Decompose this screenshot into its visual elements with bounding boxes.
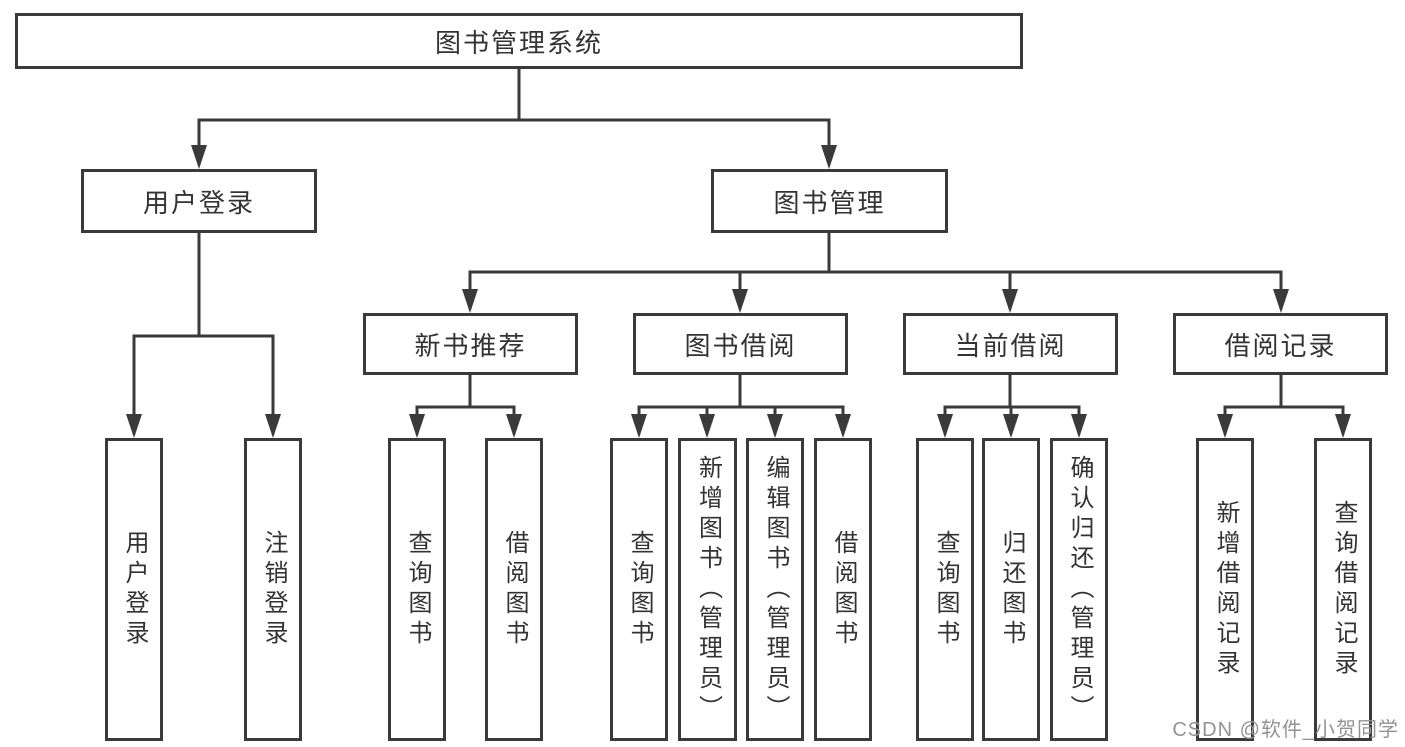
arrowhead-icon (409, 414, 425, 438)
arrowhead-icon (767, 414, 783, 438)
connector-management-to-level3 (462, 231, 1289, 313)
arrowhead-icon (732, 289, 748, 313)
arrowhead-icon (1071, 414, 1087, 438)
connector-recommend-to-leaves (409, 373, 522, 438)
connector-borrow-to-leaves (631, 373, 851, 438)
arrowhead-icon (506, 414, 522, 438)
leaf-borrow-books-recommend: 借阅图书 (485, 438, 543, 741)
arrowhead-icon (835, 414, 851, 438)
node-label: 借阅记录 (1224, 330, 1337, 361)
arrowhead-icon (1273, 289, 1289, 313)
leaf-query-books-borrow: 查询图书 (610, 438, 668, 741)
leaf-label: 借阅图书 (830, 529, 857, 650)
connector-root-to-level2 (191, 67, 837, 169)
node-book-borrow: 图书借阅 (633, 313, 848, 375)
leaf-label: 查询图书 (404, 529, 431, 650)
leaf-return-book: 归还图书 (982, 438, 1040, 741)
arrowhead-icon (821, 145, 837, 169)
arrowhead-icon (1335, 414, 1351, 438)
node-label: 新书推荐 (414, 330, 527, 361)
leaf-label: 查询图书 (932, 529, 959, 650)
node-borrow-records: 借阅记录 (1173, 313, 1388, 375)
leaf-label: 注销登录 (260, 529, 287, 650)
node-label: 当前借阅 (954, 330, 1067, 361)
leaf-query-borrow-record: 查询借阅记录 (1314, 438, 1372, 741)
arrowhead-icon (1003, 414, 1019, 438)
node-new-book-recommend: 新书推荐 (363, 313, 578, 375)
leaf-add-book-admin: 新增图书（管理员） (678, 438, 737, 741)
node-label: 图书管理 (773, 187, 886, 218)
leaf-edit-book-admin: 编辑图书（管理员） (746, 438, 804, 741)
leaf-label: 确认归还（管理员） (1066, 454, 1093, 725)
arrowhead-icon (1002, 289, 1018, 313)
leaf-label: 新增借阅记录 (1212, 499, 1239, 680)
leaf-query-books-current: 查询图书 (916, 438, 974, 741)
arrowhead-icon (631, 414, 647, 438)
node-library-system: 图书管理系统 (15, 13, 1023, 69)
node-label: 图书借阅 (684, 330, 797, 361)
node-book-management: 图书管理 (711, 169, 948, 233)
connector-current-to-leaves (937, 373, 1087, 438)
leaf-label: 归还图书 (998, 529, 1025, 650)
node-current-borrow: 当前借阅 (903, 313, 1118, 375)
leaf-add-borrow-record: 新增借阅记录 (1196, 438, 1254, 741)
arrowhead-icon (191, 145, 207, 169)
leaf-label: 查询借阅记录 (1330, 499, 1357, 680)
node-label: 图书管理系统 (434, 27, 603, 58)
arrowhead-icon (1217, 414, 1233, 438)
leaf-user-login: 用户登录 (105, 438, 163, 741)
leaf-borrow-book: 借阅图书 (814, 438, 872, 741)
arrowhead-icon (937, 414, 953, 438)
leaf-label: 新增图书（管理员） (694, 454, 722, 725)
watermark: CSDN @软件_小贺同学 (1172, 719, 1399, 741)
leaf-label: 借阅图书 (501, 529, 528, 650)
arrowhead-icon (699, 414, 715, 438)
leaf-query-books-recommend: 查询图书 (388, 438, 446, 741)
node-label: 用户登录 (142, 187, 255, 218)
leaf-label: 编辑图书（管理员） (762, 454, 789, 725)
arrowhead-icon (462, 289, 478, 313)
leaf-confirm-return-admin: 确认归还（管理员） (1050, 438, 1108, 741)
node-user-login: 用户登录 (81, 169, 317, 233)
arrowhead-icon (126, 414, 142, 438)
connector-login-to-leaves (126, 231, 281, 438)
connector-records-to-leaves (1217, 373, 1351, 438)
leaf-label: 查询图书 (626, 529, 653, 650)
leaf-logout: 注销登录 (244, 438, 302, 741)
arrowhead-icon (265, 414, 281, 438)
leaf-label: 用户登录 (121, 529, 148, 650)
